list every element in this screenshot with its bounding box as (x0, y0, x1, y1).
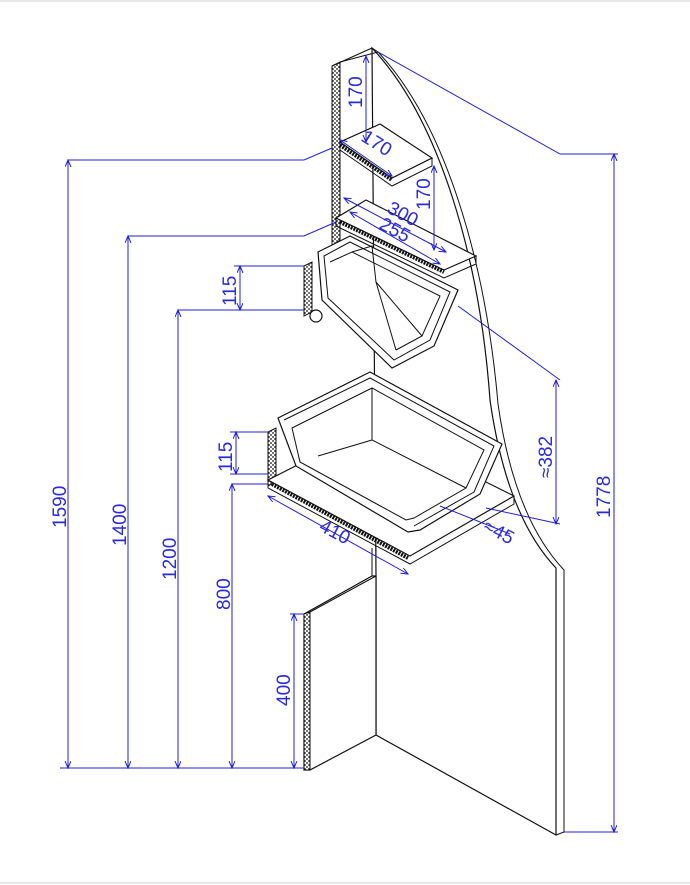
dim-800: 800 (214, 578, 235, 610)
dim-1400: 1400 (110, 504, 131, 546)
dim-1778: 1778 (594, 476, 615, 518)
dim-400: 400 (274, 674, 295, 706)
curved-side-edge (377, 51, 565, 836)
dim-1200: 1200 (160, 538, 181, 580)
small-bin-bracket (303, 261, 313, 317)
dim-170-top: 170 (346, 76, 367, 108)
lower-panel (303, 575, 377, 771)
large-bin (277, 371, 503, 533)
dim-170-gap: 170 (414, 178, 435, 210)
dimension-lines (60, 51, 618, 832)
dim-115-large: 115 (216, 442, 237, 472)
dim-382: ≈382 (536, 436, 557, 478)
dim-115-small: 115 (220, 276, 241, 306)
dim-1590: 1590 (50, 486, 71, 528)
